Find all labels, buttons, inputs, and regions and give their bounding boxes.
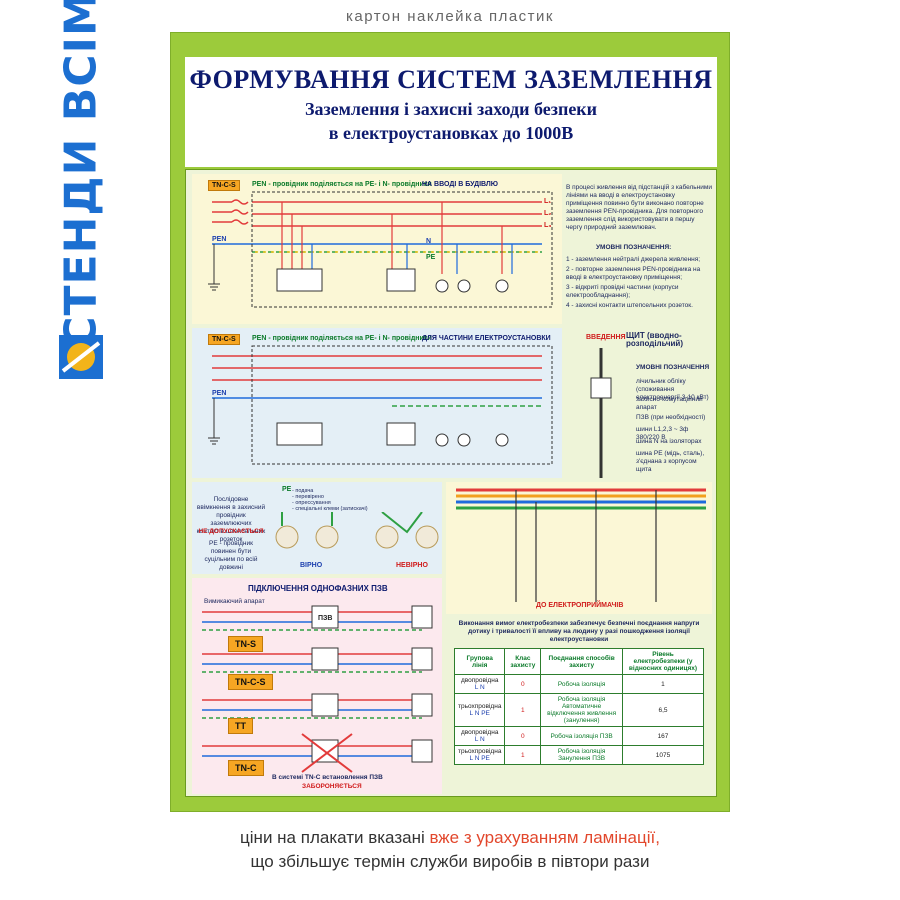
shield-legend-title: УМОВНІ ПОЗНАЧЕННЯ xyxy=(636,364,710,371)
legend-item: 4 - захисні контакти штепсельних розеток… xyxy=(566,302,693,309)
system-tag: TN-C-S xyxy=(208,180,240,191)
busbar-diagram xyxy=(456,488,706,602)
poster: ФОРМУВАННЯ СИСТЕМ ЗАЗЕМЛЕННЯ Заземлення … xyxy=(170,32,730,812)
legend-title: УМОВНІ ПОЗНАЧЕННЯ: xyxy=(596,244,672,251)
legend-item: 2 - повторне заземлення PEN-провідника н… xyxy=(566,266,701,281)
material-caption: картон наклейка пластик xyxy=(345,8,554,25)
distribution-busbars: ДО ЕЛЕКТРОПРИЙМАЧІВ xyxy=(446,482,712,614)
n-label: N xyxy=(426,238,432,245)
brand-name: СТЕНДИ ВСІМ xyxy=(55,0,107,349)
l2-label: L₂ xyxy=(544,210,552,217)
diagram-building-input: TN-C-S PEN - провідник поділяється на PE… xyxy=(192,174,562,324)
pe-label: PE xyxy=(282,486,292,493)
forbidden-label: ЗАБОРОНЯЄТЬСЯ xyxy=(302,783,362,790)
not-allowed-label: НЕ ДОПУСКАЄТЬСЯ xyxy=(198,528,264,535)
table-caption: Виконання вимог електробезпеки забезпечу… xyxy=(458,620,700,643)
lamination-highlight: вже з урахуванням ламінації, xyxy=(429,828,660,847)
system-tag-tnc: TN-C xyxy=(228,760,264,776)
poster-header: ФОРМУВАННЯ СИСТЕМ ЗАЗЕМЛЕННЯ Заземлення … xyxy=(185,57,717,167)
wrong-label: НЕВІРНО xyxy=(396,562,428,569)
section-heading: ДЛЯ ЧАСТИНИ ЕЛЕКТРОУСТАНОВКИ xyxy=(422,335,551,342)
l3-label: L₃ xyxy=(544,222,552,229)
wiring-diagram xyxy=(208,345,553,465)
switchboard-diagram xyxy=(590,348,612,478)
legend-item: 3 - відкриті провідні частини (корпуси е… xyxy=(566,284,679,299)
input-label: ВВЕДЕННЯ xyxy=(586,334,626,341)
pen-label: PEN xyxy=(212,390,227,397)
shield-legend-item: лічильник обліку (споживання електроенер… xyxy=(636,378,709,401)
brand-logo-icon xyxy=(59,335,103,379)
system-tag-tt: TT xyxy=(228,718,253,734)
rcd-device: ПЗВ xyxy=(318,615,333,622)
shield-legend-item: шина N на ізоляторах xyxy=(636,438,702,445)
socket-note: Послідовне ввімкнення в захисний провідн… xyxy=(196,496,266,543)
section-caption: PEN - провідник поділяється на PE- і N- … xyxy=(252,335,432,342)
poster-title: ФОРМУВАННЯ СИСТЕМ ЗАЗЕМЛЕННЯ xyxy=(189,65,713,94)
grounding-notes: В процесі живлення від підстанцій з кабе… xyxy=(566,174,712,324)
col-header: Групова лінія xyxy=(453,648,506,675)
switchboard-notes: ЩИТ (вводно-розподільчий) УМОВНІ ПОЗНАЧЕ… xyxy=(566,328,712,478)
shield-legend-item: ПЗВ (при необхідності) xyxy=(636,414,706,421)
poster-body: TN-C-S PEN - провідник поділяється на PE… xyxy=(185,169,717,797)
system-tag-tns: TN-S xyxy=(228,636,263,652)
l1-label: L₁ xyxy=(544,198,552,205)
socket-wiring: Послідовне ввімкнення в захисний провідн… xyxy=(192,482,442,574)
wiring-diagram xyxy=(208,191,553,308)
switch-label: Вимикаючий апарат xyxy=(204,598,265,605)
rcd-diagrams xyxy=(202,605,433,773)
system-tag: TN-C-S xyxy=(208,334,240,345)
col-header: Рівень електробезпеки (у відносних одини… xyxy=(621,648,705,675)
to-consumers-label: ДО ЕЛЕКТРОПРИЙМАЧІВ xyxy=(536,602,624,609)
rcd-connection: ПІДКЛЮЧЕННЯ ОДНОФАЗНИХ ПЗВ Вимикаючий ап… xyxy=(192,578,442,794)
safety-table-panel: Виконання вимог електробезпеки забезпечу… xyxy=(446,618,712,794)
intro-text: В процесі живлення від підстанцій з кабе… xyxy=(566,184,713,231)
safety-table: Групова лінія Клас захисту Поєднання спо… xyxy=(453,648,705,765)
socket-note-2: PE - провідник повинен бути суцільним по… xyxy=(204,540,258,571)
shield-legend-item: шини L1,2,3 ~ 3ф 380/220 В xyxy=(636,426,689,441)
shield-legend-item: захисно-комутаційний апарат xyxy=(636,396,703,411)
poster-subtitle-1: Заземлення і захисні заходи безпеки xyxy=(304,99,598,119)
system-tag-tncs: TN-C-S xyxy=(228,674,273,690)
brand: СТЕНДИ ВСІМ xyxy=(56,0,107,390)
section-heading: НА ВВОДІ В БУДІВЛЮ xyxy=(422,181,499,188)
col-header: Клас захисту xyxy=(504,648,542,675)
rcd-heading: ПІДКЛЮЧЕННЯ ОДНОФАЗНИХ ПЗВ xyxy=(248,584,388,593)
shield-title: ЩИТ (вводно-розподільчий) xyxy=(626,331,683,348)
poster-subtitle-2: в електроустановках до 1000В xyxy=(328,123,574,143)
pen-label: PEN xyxy=(212,236,227,243)
diagram-partial-installation: TN-C-S PEN - провідник поділяється на PE… xyxy=(192,328,562,478)
socket-legend: - подача - перевірено - опрессування - с… xyxy=(292,488,368,512)
shield-legend-item: шина PE (мідь, сталь), з'єднана з корпус… xyxy=(636,450,705,473)
right-label: ВІРНО xyxy=(300,562,323,569)
legend-item: 1 - заземлення нейтралі джерела живлення… xyxy=(566,256,701,263)
socket-diagram xyxy=(275,512,439,549)
col-header: Поєднання способів захисту xyxy=(540,648,623,675)
pe-label: PE xyxy=(426,254,436,261)
lamination-note: ціни на плакати вказані вже з урахування… xyxy=(240,828,660,871)
section-caption: PEN - провідник поділяється на PE- і N- … xyxy=(252,181,432,188)
tnc-note: В системі TN-C встановлення ПЗВ xyxy=(272,774,383,781)
